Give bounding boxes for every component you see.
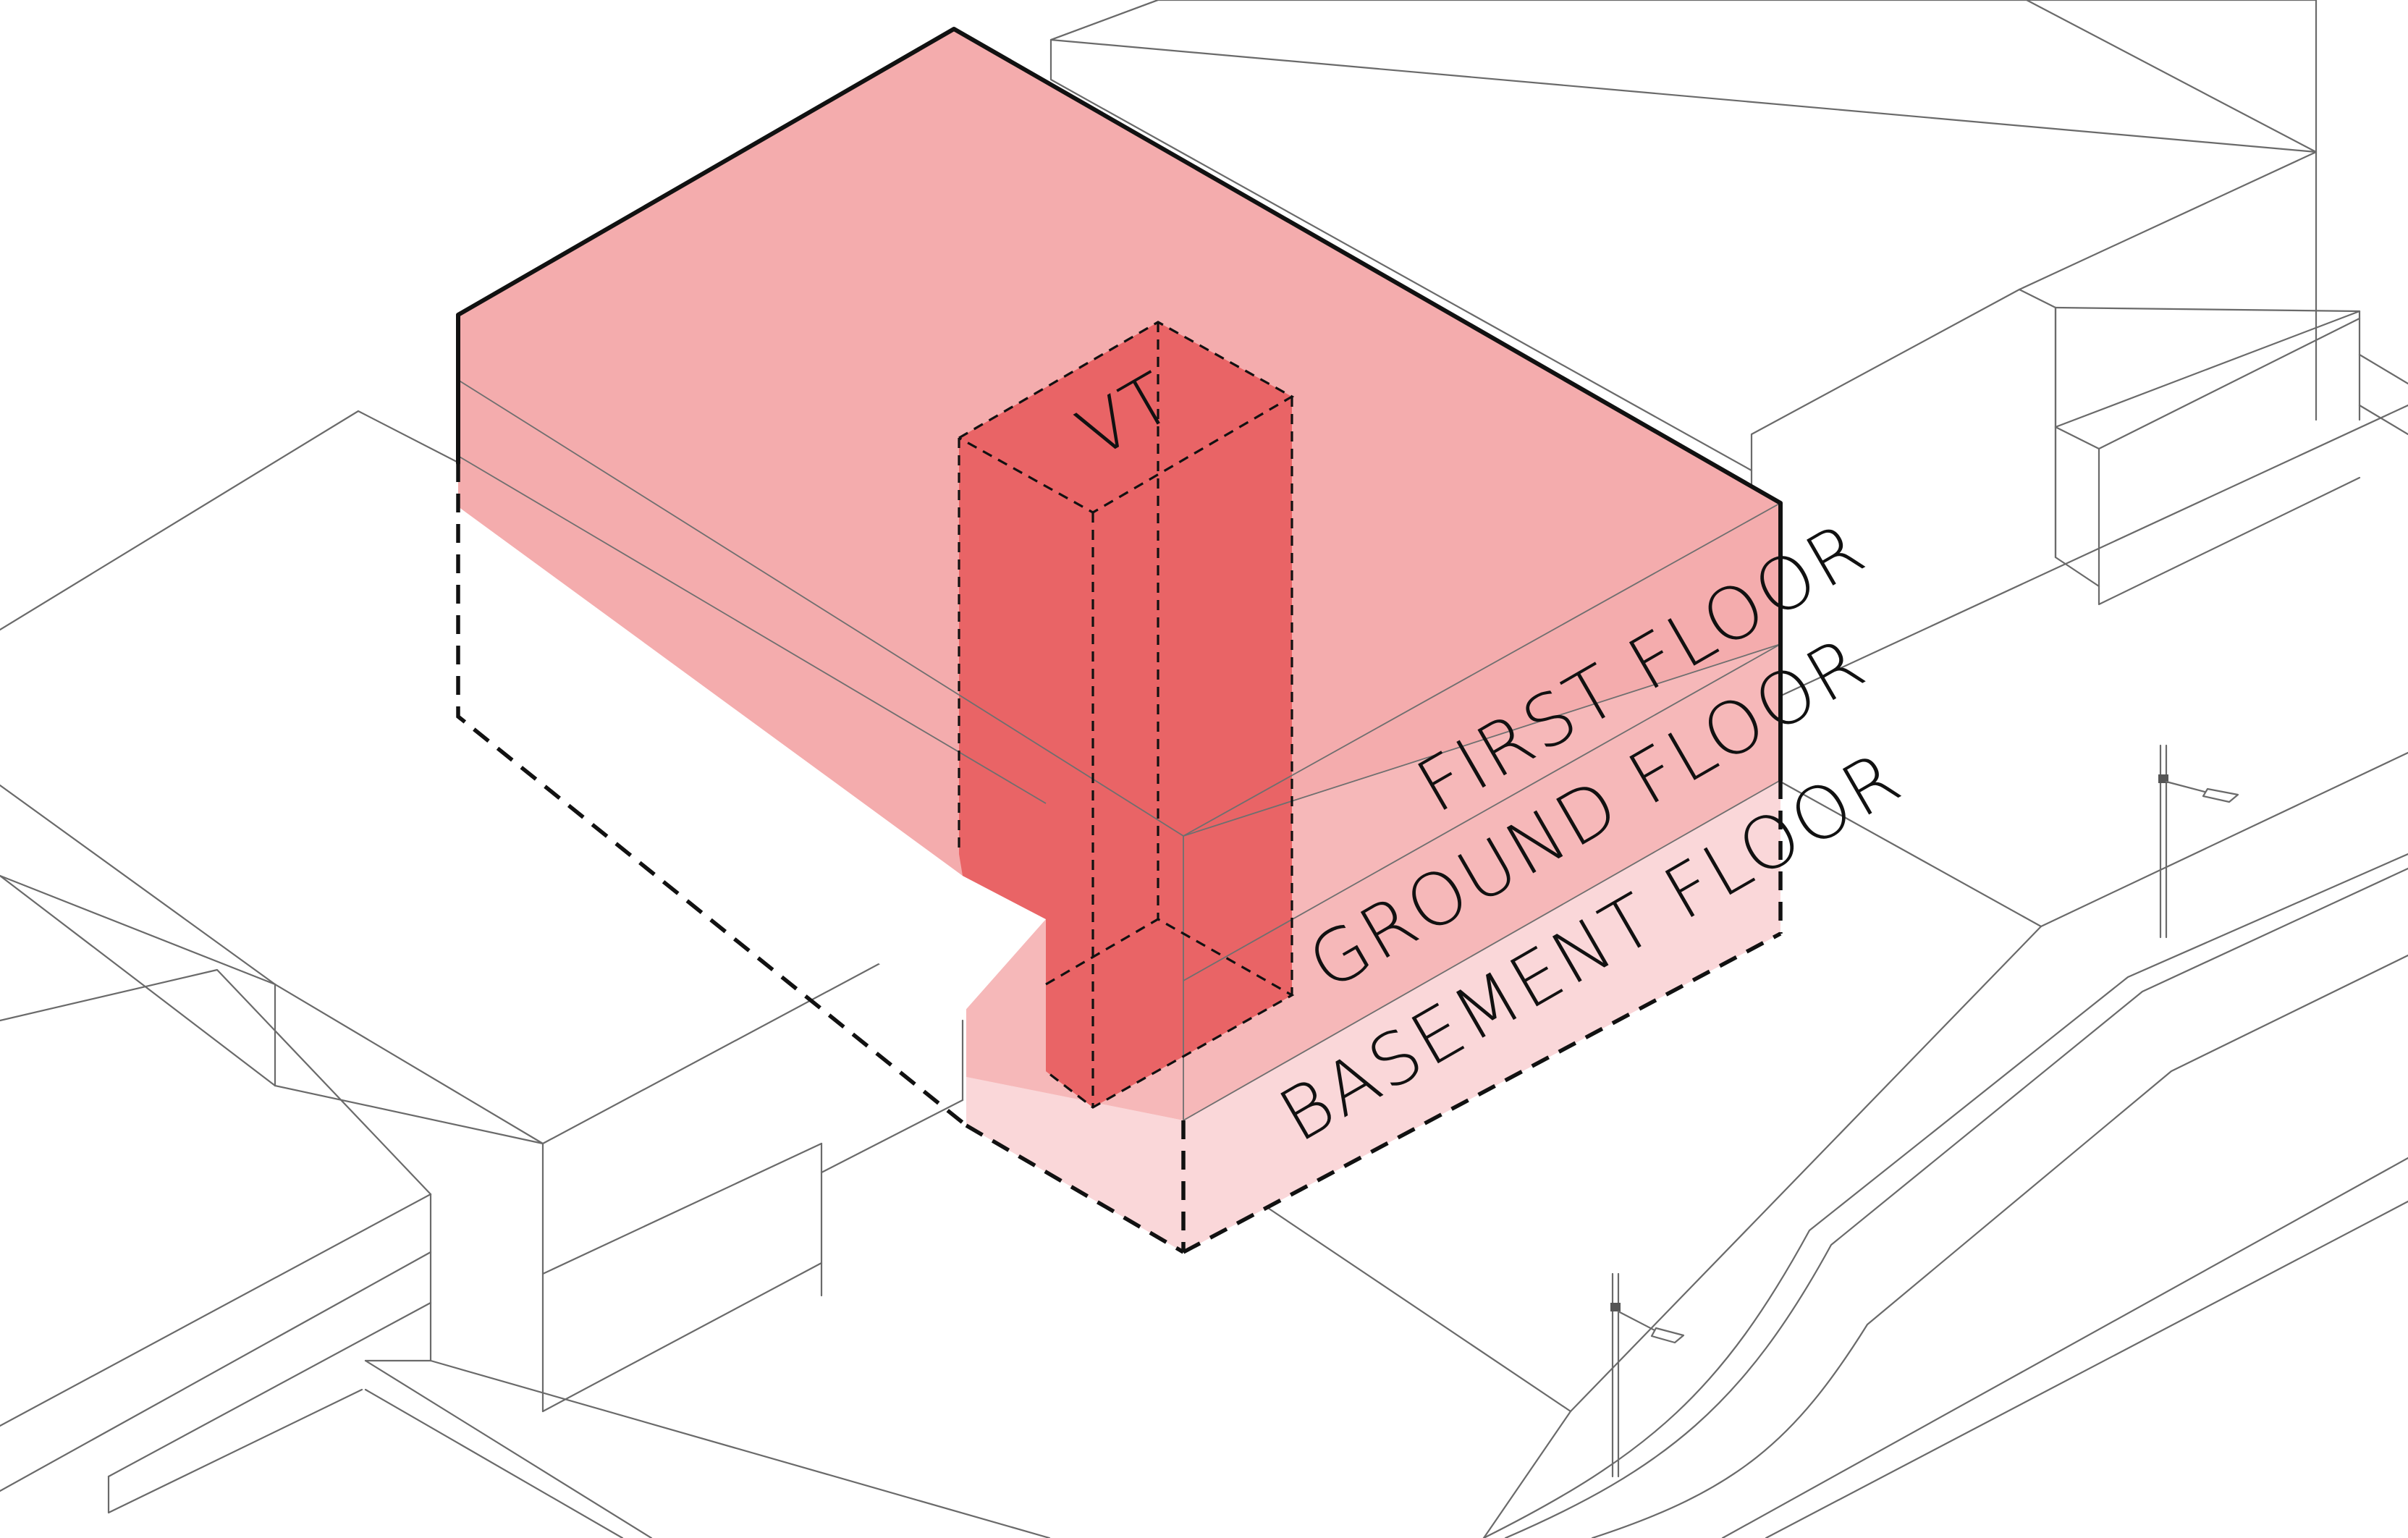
vertical-core-top — [959, 322, 1292, 512]
context-building-right-stepped — [2054, 306, 2408, 606]
basement-floor-band — [966, 780, 1780, 1252]
roof-outline — [456, 27, 1783, 782]
street-lamp-right — [2158, 744, 2239, 939]
main-building — [456, 27, 1783, 1254]
notch-cutout — [458, 492, 1046, 1013]
vertical-core-dashed-outline — [958, 321, 1295, 1109]
context-ground-right — [1128, 404, 2408, 1538]
vertical-core — [959, 322, 1292, 1107]
floor-divisions — [457, 379, 1781, 1121]
vertical-core-left-face — [959, 438, 1093, 1107]
street-lamp-left — [1610, 1272, 1685, 1478]
vertical-core-basement-lower — [1046, 919, 1292, 1107]
basement-dashed-outline — [456, 463, 1783, 1254]
context-building-bottom-left — [0, 968, 1051, 1538]
context-building-back-right — [1049, 0, 2361, 711]
first-floor-left-face — [458, 463, 1046, 919]
